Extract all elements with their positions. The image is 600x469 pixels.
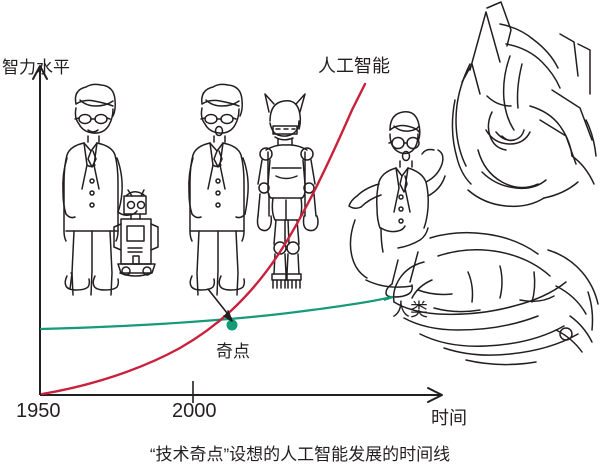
x-tick-label-2000: 2000 <box>172 400 217 422</box>
human-curve <box>39 295 394 331</box>
giant-robot-arm-illustration <box>392 231 599 366</box>
singularity-label: 奇点 <box>216 342 250 361</box>
ai-curve <box>40 82 367 396</box>
y-axis <box>32 65 48 395</box>
singularity-arrow <box>207 288 233 322</box>
human-label-leader <box>383 296 394 301</box>
man-with-small-robot-illustration <box>62 83 138 296</box>
man-standing-illustration <box>188 83 249 296</box>
x-axis-label: 时间 <box>431 408 467 428</box>
series-label-ai: 人工智能 <box>318 56 390 76</box>
x-tick-label-1950: 1950 <box>16 400 61 422</box>
figure-caption: “技术奇点”设想的人工智能发展的时间线 <box>149 445 451 464</box>
humanoid-robot-illustration <box>256 93 319 289</box>
giant-robot-head-illustration <box>451 1 597 208</box>
man-seated-in-robot-hand-illustration <box>348 111 446 298</box>
y-axis-label: 智力水平 <box>2 58 70 77</box>
small-robot-illustration <box>113 189 159 277</box>
x-axis <box>40 387 443 403</box>
series-label-human: 人类 <box>392 300 428 320</box>
